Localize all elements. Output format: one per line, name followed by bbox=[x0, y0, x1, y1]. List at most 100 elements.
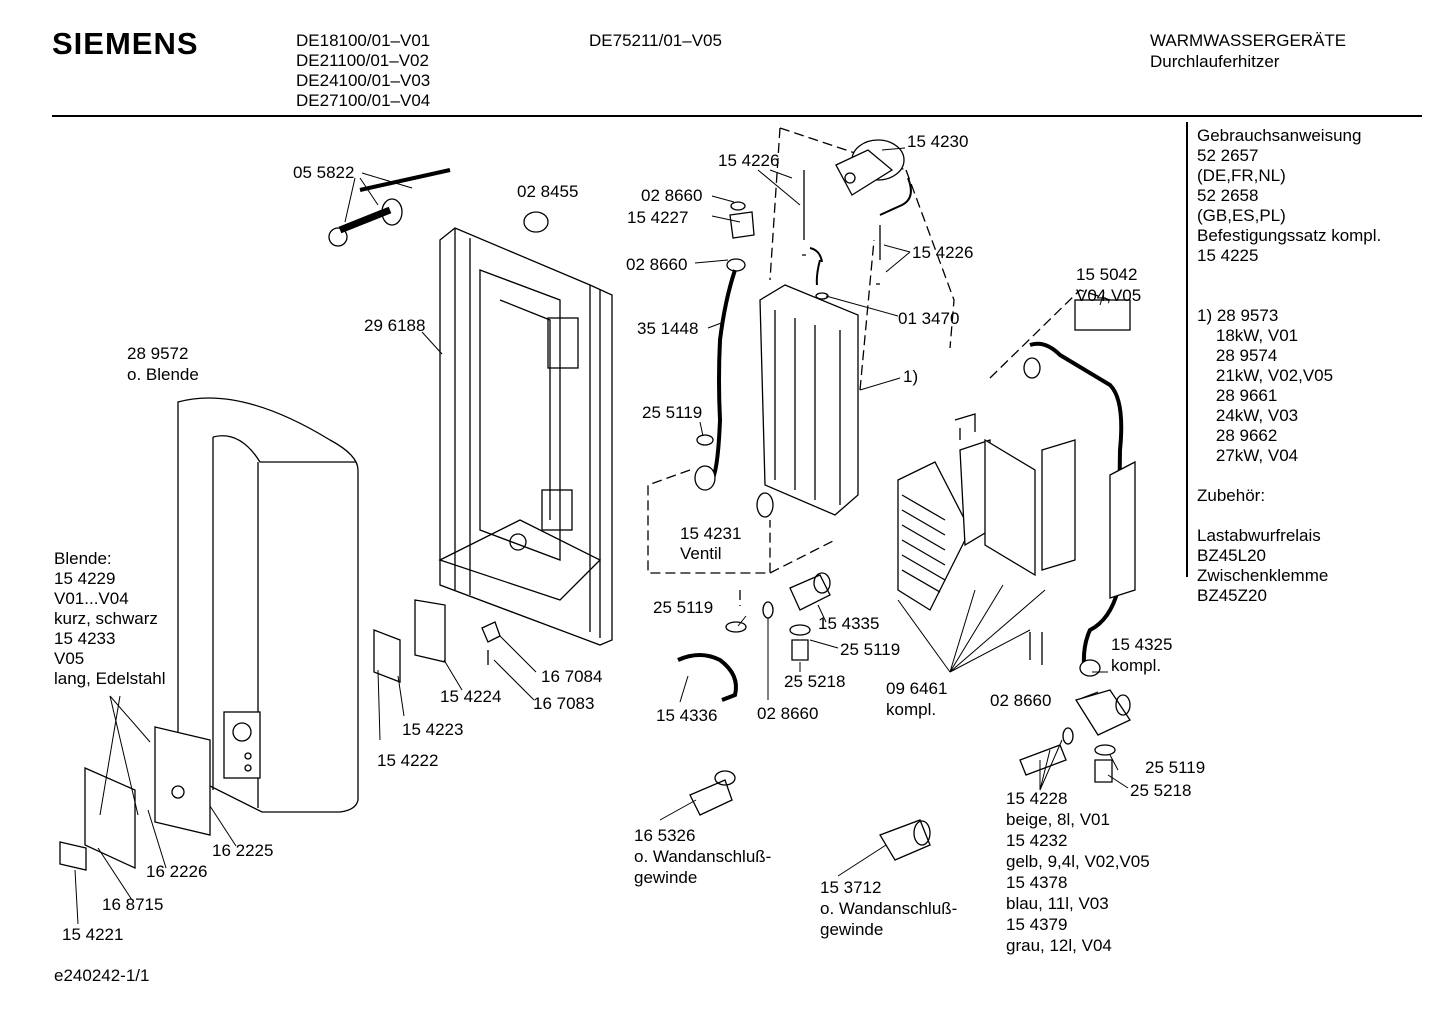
label-154223: 15 4223 bbox=[402, 720, 464, 739]
label-153712-note2: gewinde bbox=[820, 920, 884, 939]
blende-line: Blende: bbox=[54, 549, 112, 568]
category-title: WARMWASSERGERÄTE bbox=[1150, 31, 1347, 50]
label-255119-b: 25 5119 bbox=[653, 598, 714, 617]
label-255218-a: 25 5218 bbox=[784, 672, 846, 691]
label-028660-d: 02 8660 bbox=[990, 691, 1052, 710]
label-165326: 16 5326 bbox=[634, 826, 696, 845]
sidebar-line: 21kW, V02,V05 bbox=[1197, 366, 1334, 385]
label-296188: 29 6188 bbox=[364, 316, 426, 335]
label-footnote-1: 1) bbox=[903, 367, 919, 386]
label-013470: 01 3470 bbox=[898, 309, 960, 328]
sidebar-line: BZ45Z20 bbox=[1197, 586, 1267, 605]
label-154224: 15 4224 bbox=[440, 687, 502, 706]
label-155042-variant: V04,V05 bbox=[1076, 286, 1142, 305]
label-165326-note2: gewinde bbox=[634, 868, 698, 887]
label-289572-note: o. Blende bbox=[127, 365, 199, 384]
label-154378-note: blau, 11l, V03 bbox=[1006, 894, 1109, 913]
blende-notes: Blende: 15 4229 V01...V04 kurz, schwarz … bbox=[54, 549, 166, 689]
blende-line: V05 bbox=[54, 649, 85, 668]
sidebar-line: 28 9574 bbox=[1197, 346, 1278, 365]
sidebar-line: 24kW, V03 bbox=[1197, 406, 1299, 425]
label-028660-a: 02 8660 bbox=[641, 186, 703, 205]
sidebar-line: (DE,FR,NL) bbox=[1197, 166, 1286, 185]
back-panel bbox=[438, 227, 613, 646]
label-154379: 15 4379 bbox=[1006, 915, 1068, 934]
sidebar-line: BZ45L20 bbox=[1197, 546, 1266, 565]
sidebar-line: (GB,ES,PL) bbox=[1197, 206, 1286, 225]
label-154232: 15 4232 bbox=[1006, 831, 1068, 850]
label-154221: 15 4221 bbox=[62, 925, 124, 944]
label-255119-a: 25 5119 bbox=[642, 403, 703, 422]
label-154335: 15 4335 bbox=[818, 614, 880, 633]
sidebar-line: 28 9661 bbox=[1197, 386, 1278, 405]
label-289572: 28 9572 bbox=[127, 344, 189, 363]
category-subtitle: Durchlauferhitzer bbox=[1150, 52, 1280, 71]
actuator bbox=[835, 139, 905, 196]
label-155042: 15 5042 bbox=[1076, 265, 1138, 284]
label-154232-note: gelb, 9,4l, V02,V05 bbox=[1006, 852, 1150, 871]
label-154336: 15 4336 bbox=[656, 706, 718, 725]
sidebar-line: 27kW, V04 bbox=[1197, 446, 1299, 465]
label-154325: 15 4325 bbox=[1111, 635, 1173, 654]
label-154227: 15 4227 bbox=[627, 208, 689, 227]
label-153712-note: o. Wandanschluß- bbox=[820, 899, 958, 918]
label-154228: 15 4228 bbox=[1006, 789, 1068, 808]
model-secondary: DE75211/01–V05 bbox=[589, 31, 722, 50]
sidebar-line: 28 9662 bbox=[1197, 426, 1278, 445]
document-code: e240242-1/1 bbox=[54, 966, 150, 985]
label-055822: 05 5822 bbox=[293, 163, 355, 182]
label-154231-note: Ventil bbox=[680, 544, 722, 563]
label-167083: 16 7083 bbox=[533, 694, 595, 713]
heater-block bbox=[759, 284, 859, 516]
label-096461-note: kompl. bbox=[886, 700, 937, 719]
blende-line: lang, Edelstahl bbox=[54, 669, 166, 688]
label-154226-a: 15 4226 bbox=[718, 151, 780, 170]
label-168715: 16 8715 bbox=[102, 895, 164, 914]
label-255119-c: 25 5119 bbox=[840, 640, 901, 659]
label-351448: 35 1448 bbox=[637, 319, 699, 338]
sidebar-line: 52 2658 bbox=[1197, 186, 1259, 205]
label-154222: 15 4222 bbox=[377, 751, 439, 770]
model-item: DE18100/01–V01 bbox=[296, 31, 431, 50]
label-096461: 09 6461 bbox=[886, 679, 948, 698]
model-item: DE21100/01–V02 bbox=[296, 51, 429, 70]
terminal-block bbox=[1074, 299, 1131, 331]
label-162225: 16 2225 bbox=[212, 841, 274, 860]
label-165326-note: o. Wandanschluß- bbox=[634, 847, 772, 866]
label-154226-b: 15 4226 bbox=[912, 243, 974, 262]
blende-line: kurz, schwarz bbox=[54, 609, 158, 628]
sidebar-line: 15 4225 bbox=[1197, 246, 1259, 265]
label-255119-d: 25 5119 bbox=[1145, 758, 1206, 777]
label-154379-note: grau, 12l, V04 bbox=[1006, 936, 1112, 955]
sidebar-line: Zwischenklemme bbox=[1197, 566, 1329, 585]
header-divider bbox=[52, 115, 1422, 117]
front-cover bbox=[177, 397, 359, 813]
label-154231: 15 4231 bbox=[680, 524, 742, 543]
sidebar-line: Lastabwurfrelais bbox=[1197, 526, 1321, 545]
label-154378: 15 4378 bbox=[1006, 873, 1068, 892]
label-154228-note: beige, 8l, V01 bbox=[1006, 810, 1110, 829]
label-154325-note: kompl. bbox=[1111, 656, 1162, 675]
label-028660-c: 02 8660 bbox=[757, 704, 819, 723]
label-153712: 15 3712 bbox=[820, 878, 882, 897]
circuit-board bbox=[897, 413, 1136, 611]
model-list: DE18100/01–V01 DE21100/01–V02 DE24100/01… bbox=[296, 31, 430, 111]
label-154230: 15 4230 bbox=[907, 132, 969, 151]
model-item: DE27100/01–V04 bbox=[296, 91, 431, 110]
label-255218-b: 25 5218 bbox=[1130, 781, 1192, 800]
label-162226: 16 2226 bbox=[146, 862, 208, 881]
sidebar-line: 52 2657 bbox=[1197, 146, 1259, 165]
sidebar-line: Befestigungssatz kompl. bbox=[1197, 226, 1382, 245]
sidebar-line: Zubehör: bbox=[1197, 486, 1266, 505]
label-167084: 16 7084 bbox=[541, 667, 603, 686]
blende-line: 15 4229 bbox=[54, 569, 116, 588]
blende-line: V01...V04 bbox=[54, 589, 129, 608]
sidebar-notes: Gebrauchsanweisung 52 2657 (DE,FR,NL) 52… bbox=[1197, 126, 1381, 606]
blende-line: 15 4233 bbox=[54, 629, 116, 648]
sidebar-divider bbox=[1186, 122, 1188, 577]
label-028455: 02 8455 bbox=[517, 182, 579, 201]
model-item: DE24100/01–V03 bbox=[296, 71, 431, 90]
sidebar-line: Gebrauchsanweisung bbox=[1197, 126, 1362, 145]
brand-logo: SIEMENS bbox=[52, 26, 199, 61]
